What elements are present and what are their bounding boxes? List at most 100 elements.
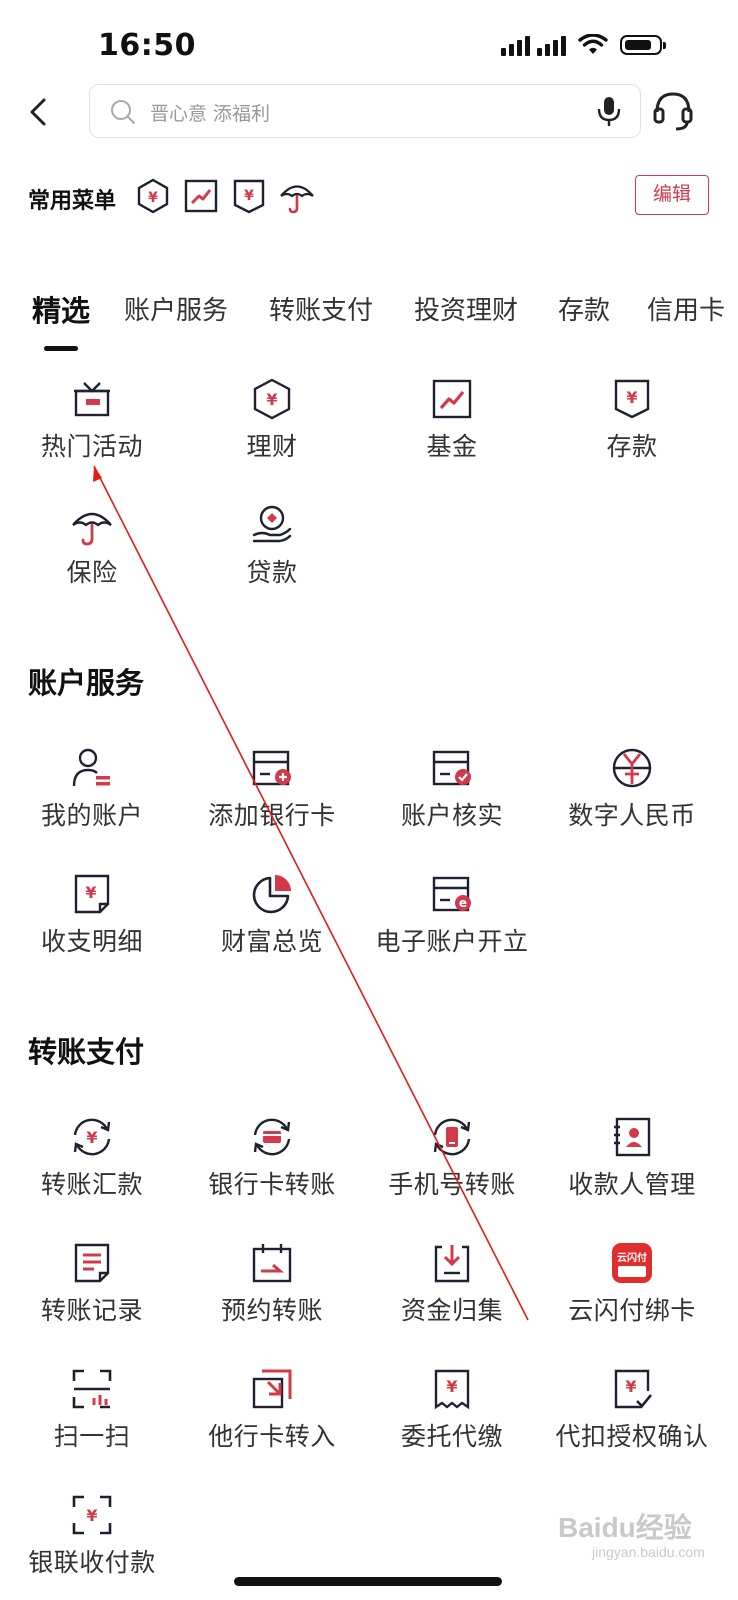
phone-transfer-icon [433, 1118, 471, 1156]
transfer-item-label: 资金归集 [400, 1296, 503, 1325]
account-item-label: 电子账户开立 [375, 927, 529, 956]
wealth-hexagon-icon: ¥ [253, 378, 291, 420]
svg-text:e: e [459, 896, 467, 910]
cellular-signal-icon [501, 34, 566, 56]
featured-item-label: 基金 [426, 432, 478, 461]
transfer-records-icon [74, 1243, 110, 1283]
tab-transfer-payment[interactable]: 转账支付 [269, 296, 374, 326]
card-transfer-icon [253, 1118, 291, 1156]
transfer-item-label: 转账汇款 [40, 1170, 143, 1199]
fund-chart-icon[interactable] [182, 177, 220, 215]
baidu-watermark: Baidu经验 [558, 1512, 692, 1543]
transfer-item-scan[interactable]: 扫一扫 [0, 1367, 184, 1453]
transfer-item-remittance[interactable]: ¥ 转账汇款 [0, 1115, 184, 1201]
wifi-icon [578, 34, 608, 54]
svg-text:¥: ¥ [446, 1377, 457, 1396]
transfer-item-label: 云闪付绑卡 [568, 1296, 696, 1325]
account-item-add-card[interactable]: 添加银行卡 [180, 746, 364, 832]
home-indicator[interactable] [234, 1577, 502, 1586]
insurance-umbrella-icon[interactable] [278, 177, 316, 215]
transfer-item-records[interactable]: 转账记录 [0, 1241, 184, 1327]
transfer-cycle-icon: ¥ [73, 1118, 111, 1156]
featured-item-deposit[interactable]: ¥ 存款 [540, 377, 724, 463]
account-item-my-account[interactable]: 我的账户 [0, 746, 184, 832]
common-menu-bar: 常用菜单 ¥ ¥ 编辑 [28, 175, 718, 219]
featured-item-wealth[interactable]: ¥ 理财 [180, 377, 364, 463]
svg-text:¥: ¥ [626, 388, 637, 407]
transfer-item-label: 转账记录 [40, 1296, 143, 1325]
transfer-item-other-card-in[interactable]: 他行卡转入 [180, 1367, 364, 1453]
account-item-label: 收支明细 [40, 927, 143, 956]
add-bank-card-icon [252, 750, 291, 786]
account-item-label: 我的账户 [40, 801, 143, 830]
account-item-digital-rmb[interactable]: 数字人民币 [540, 746, 724, 832]
account-verify-icon [432, 750, 471, 786]
transfer-item-payee-mgmt[interactable]: 收款人管理 [540, 1115, 724, 1201]
fund-chart-icon [432, 379, 472, 419]
card-transfer-in-icon [252, 1369, 292, 1409]
deposit-icon: ¥ [614, 379, 650, 419]
tab-investment[interactable]: 投资理财 [414, 296, 519, 326]
active-tab-indicator [44, 346, 78, 351]
category-tabs: 精选 账户服务 转账支付 投资理财 存款 信用卡 [0, 290, 738, 354]
featured-item-insurance[interactable]: 保险 [0, 503, 184, 589]
edit-button[interactable]: 编辑 [635, 175, 709, 215]
fund-collection-icon [434, 1245, 470, 1283]
search-input[interactable]: 晋心意 添福利 [89, 84, 641, 138]
transfer-item-deduct-auth[interactable]: ¥ 代扣授权确认 [540, 1367, 724, 1453]
transfer-item-label: 他行卡转入 [208, 1422, 336, 1451]
common-menu-label: 常用菜单 [28, 189, 117, 214]
account-item-statement[interactable]: ¥ 收支明细 [0, 872, 184, 958]
section-title-account-services: 账户服务 [28, 666, 145, 700]
featured-item-label: 理财 [246, 432, 298, 461]
deduct-authorization-icon: ¥ [614, 1369, 653, 1409]
tab-account-services[interactable]: 账户服务 [124, 296, 229, 326]
transfer-item-card-transfer[interactable]: 银行卡转账 [180, 1115, 364, 1201]
tab-featured[interactable]: 精选 [32, 294, 91, 328]
entrusted-payment-icon: ¥ [434, 1369, 470, 1410]
user-account-icon [72, 748, 110, 787]
svg-text:¥: ¥ [148, 190, 158, 206]
account-item-verification[interactable]: 账户核实 [360, 746, 544, 832]
transfer-item-unionpay-bind[interactable]: 云闪付 云闪付绑卡 [540, 1241, 724, 1327]
transfer-item-label: 代扣授权确认 [555, 1422, 709, 1451]
featured-item-label: 热门活动 [40, 432, 143, 461]
featured-item-fund[interactable]: 基金 [360, 377, 544, 463]
wealth-hexagon-icon[interactable]: ¥ [134, 177, 172, 215]
customer-service-headset-icon[interactable] [652, 88, 694, 134]
transfer-item-label: 手机号转账 [388, 1170, 516, 1199]
deposit-icon[interactable]: ¥ [230, 177, 268, 215]
svg-text:¥: ¥ [86, 1128, 97, 1147]
transfer-item-scheduled[interactable]: 预约转账 [180, 1241, 364, 1327]
section-title-transfer-payment: 转账支付 [28, 1035, 145, 1069]
statement-doc-icon: ¥ [74, 874, 110, 914]
featured-item-label: 贷款 [246, 558, 298, 587]
transfer-item-label: 收款人管理 [568, 1170, 696, 1199]
quickpass-app-icon: 云闪付 [612, 1243, 652, 1283]
transfer-item-fund-collection[interactable]: 资金归集 [360, 1241, 544, 1327]
transfer-item-entrusted-pay[interactable]: ¥ 委托代缴 [360, 1367, 544, 1453]
microphone-icon[interactable] [596, 95, 622, 129]
insurance-umbrella-icon [72, 512, 112, 546]
baidu-watermark-url: jingyan.baidu.com [592, 1544, 705, 1560]
account-item-label: 账户核实 [400, 801, 503, 830]
search-icon [111, 100, 135, 124]
search-row: 晋心意 添福利 [0, 84, 738, 140]
featured-item-label: 存款 [606, 432, 658, 461]
account-item-wealth-overview[interactable]: 财富总览 [180, 872, 364, 958]
svg-text:¥: ¥ [85, 883, 96, 902]
tab-deposit[interactable]: 存款 [558, 296, 611, 326]
status-icons [501, 34, 666, 56]
transfer-item-phone-transfer[interactable]: 手机号转账 [360, 1115, 544, 1201]
account-item-e-account[interactable]: e 电子账户开立 [360, 872, 544, 958]
transfer-item-unionpay-pay[interactable]: ¥ 银联收付款 [0, 1493, 184, 1579]
featured-item-hot-activities[interactable]: 热门活动 [0, 377, 184, 463]
transfer-item-label: 银联收付款 [28, 1548, 156, 1577]
calendar-transfer-icon [252, 1244, 292, 1283]
account-item-label: 数字人民币 [568, 801, 696, 830]
svg-text:¥: ¥ [244, 188, 254, 204]
back-arrow-icon[interactable] [20, 92, 60, 132]
featured-item-loan[interactable]: 贷款 [180, 503, 364, 589]
payee-contact-icon [614, 1117, 651, 1157]
tab-credit-card[interactable]: 信用卡 [647, 296, 726, 326]
